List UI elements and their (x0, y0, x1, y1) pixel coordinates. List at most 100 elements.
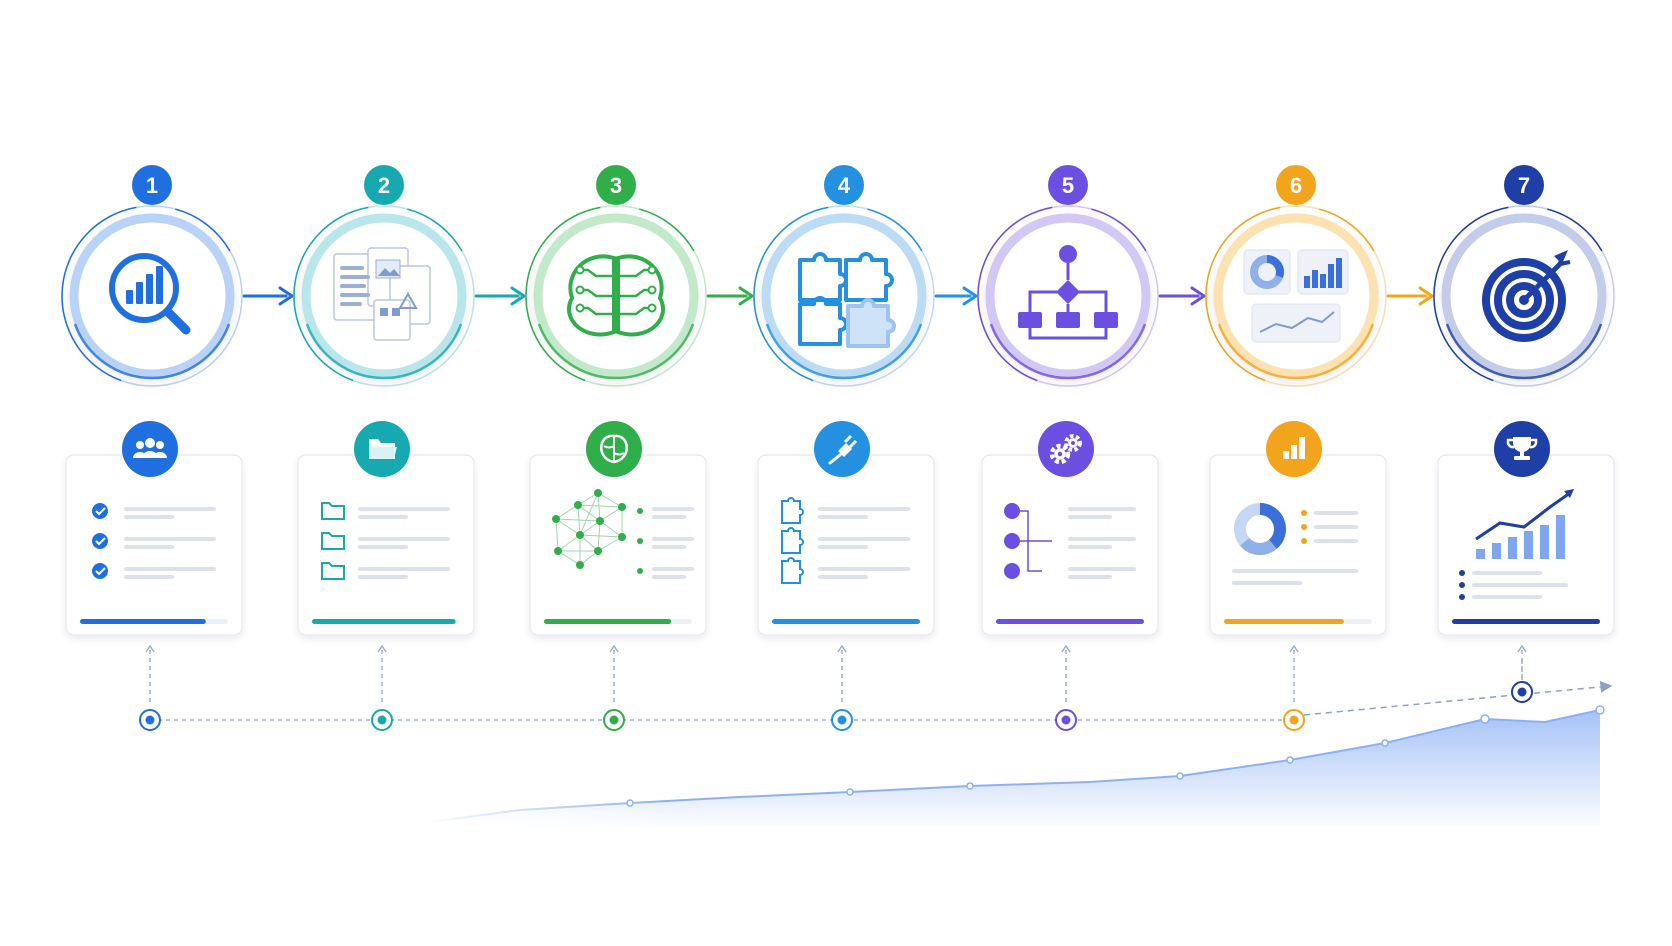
mini-bar (1328, 264, 1334, 288)
text-line-placeholder (124, 507, 216, 511)
growth-bar (1556, 515, 1565, 559)
bullet (1301, 510, 1307, 516)
timeline-marker-dot (145, 715, 155, 725)
network-edge (555, 518, 559, 552)
network-edge (557, 534, 581, 552)
text-line-placeholder (818, 567, 910, 571)
text-line-placeholder (340, 293, 370, 297)
connector-arrow (837, 644, 847, 653)
progress-fill (312, 619, 456, 624)
document (373, 299, 411, 341)
text-line-placeholder (1314, 539, 1358, 543)
text-line-placeholder (124, 545, 174, 549)
step-number: 7 (1518, 173, 1530, 198)
step-circle (525, 205, 707, 387)
plug-prong (843, 434, 853, 444)
brain-outline (600, 434, 628, 464)
step-number: 1 (146, 173, 158, 198)
circuit-trace (582, 268, 612, 278)
step-card (1209, 454, 1387, 636)
timeline-marker-dot (1517, 687, 1527, 697)
text-line-placeholder (652, 507, 694, 511)
card-background (1209, 454, 1387, 636)
text-line-placeholder (124, 567, 216, 571)
image-mountain (378, 268, 400, 276)
step-number-badge: 1 (132, 165, 172, 205)
timeline-marker-dot (837, 715, 847, 725)
card-badge-circle (122, 421, 178, 477)
person-body (142, 451, 158, 458)
step-7: 7 (1433, 165, 1615, 705)
text-line-placeholder (124, 515, 174, 519)
network-node (618, 533, 626, 541)
text-line-placeholder (818, 507, 910, 511)
circuit-node (575, 303, 585, 313)
network-node (594, 489, 602, 497)
brain-left (567, 254, 616, 337)
step-5: 5 (977, 165, 1206, 731)
step-arrow (934, 286, 978, 306)
trend-point (846, 788, 854, 796)
step-6: 6 (1205, 165, 1434, 731)
circuit-node (575, 285, 585, 295)
puzzle-piece (846, 298, 896, 348)
bullet (1301, 538, 1307, 544)
timeline (150, 680, 1613, 721)
outer-arc (1319, 208, 1375, 252)
brain-folds (603, 437, 625, 461)
number-badge-circle (596, 165, 636, 205)
gear-hole (1057, 451, 1063, 457)
documents-icon (333, 247, 431, 341)
inner-arc (1217, 323, 1375, 380)
check-mark (95, 537, 106, 546)
step-4: 4 (753, 165, 978, 731)
card-badge (586, 421, 642, 477)
arrow-head (962, 286, 978, 306)
bar-chart-icon (1283, 437, 1305, 459)
folder-icon (369, 439, 397, 459)
text-line-placeholder (1068, 507, 1136, 511)
trend-point (1595, 705, 1605, 715)
step-number-badge: 6 (1276, 165, 1316, 205)
connector-arrow (1061, 644, 1071, 653)
inner-ring (1213, 213, 1379, 379)
number-badge-circle (364, 165, 404, 205)
step-circle (293, 205, 475, 387)
network-edge (579, 534, 599, 552)
bar (136, 282, 143, 304)
text-line-placeholder (1232, 581, 1302, 585)
puzzle-icon (781, 557, 804, 584)
step-number: 6 (1290, 173, 1302, 198)
text-line-placeholder (818, 515, 868, 519)
text-line-placeholder (358, 515, 408, 519)
timeline-marker-dot (1289, 715, 1299, 725)
text-line-placeholder (358, 537, 450, 541)
trophy-base (1514, 456, 1530, 460)
donut-segment (1259, 503, 1286, 549)
puzzle-piece (844, 252, 894, 302)
plug-icon (828, 434, 858, 465)
arrow-head (1190, 286, 1206, 306)
puzzle-icon (798, 252, 896, 348)
outer-arc (1547, 208, 1603, 252)
circuit-node (647, 265, 657, 275)
plug-prong (848, 439, 858, 449)
handle (163, 307, 191, 335)
circuit-node (575, 265, 585, 275)
inner-arc (765, 323, 923, 380)
network-node (618, 503, 626, 511)
person-head (145, 438, 155, 448)
growth-bar (1524, 531, 1533, 559)
step-arrow (1158, 286, 1206, 306)
flow-start (1059, 245, 1077, 263)
step-circle (753, 205, 935, 387)
mini-bar (1312, 270, 1318, 288)
inner-arc (73, 323, 231, 380)
flow-connector (1028, 290, 1108, 340)
step-card (981, 454, 1159, 636)
network-node (554, 547, 562, 555)
timeline-marker-dot (1061, 715, 1071, 725)
inner-arc (305, 323, 463, 380)
flow-box (1094, 312, 1118, 328)
